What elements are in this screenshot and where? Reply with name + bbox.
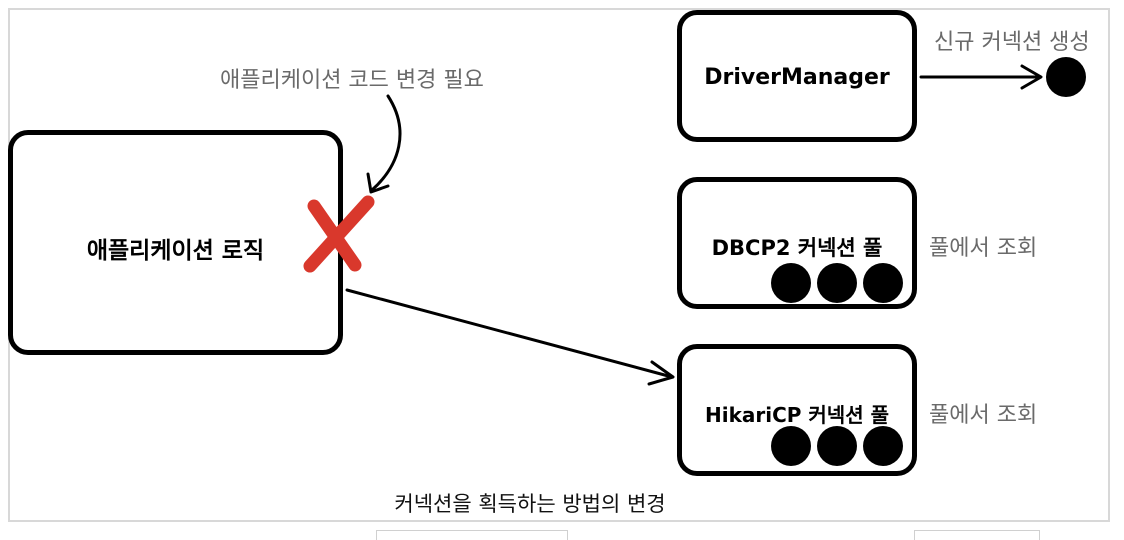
app-logic-box: 애플리케이션 로직	[8, 130, 343, 355]
dbcp2-connection-dot-1	[771, 263, 811, 303]
driver-to-dot-arrow-head	[1020, 64, 1043, 90]
code-change-note: 애플리케이션 코드 변경 필요	[220, 68, 484, 93]
dbcp2-connection-dot-3	[863, 263, 903, 303]
driver-manager-box: DriverManager	[677, 10, 917, 142]
new-connection-note: 신규 커넥션 생성	[934, 30, 1090, 55]
hikaricp-connection-dot-2	[817, 426, 857, 466]
red-x-mark	[303, 195, 375, 273]
diagram-caption: 커넥션을 획득하는 방법의 변경	[394, 492, 666, 516]
app-logic-label: 애플리케이션 로직	[86, 238, 265, 264]
dbcp2-pool-label: DBCP2 커넥션 풀	[711, 236, 883, 260]
bottom-tab-right	[914, 530, 1040, 540]
app-to-hikaricp-arrow-head	[647, 360, 675, 386]
hikaricp-lookup-note: 풀에서 조회	[929, 403, 1038, 428]
driver-manager-label: DriverManager	[704, 65, 890, 90]
hikaricp-pool-box: HikariCP 커넥션 풀	[677, 344, 917, 476]
hikaricp-connection-dot-3	[863, 426, 903, 466]
curved-arrow-head	[366, 172, 390, 194]
hikaricp-pool-label: HikariCP 커넥션 풀	[705, 403, 889, 427]
dbcp2-lookup-note: 풀에서 조회	[929, 236, 1038, 261]
bottom-tab-left	[376, 530, 568, 540]
new-connection-dot	[1046, 57, 1086, 97]
hikaricp-connection-dot-1	[771, 426, 811, 466]
curved-note-arrow	[370, 94, 402, 192]
app-to-hikaricp-arrow	[345, 288, 674, 379]
dbcp2-connection-dot-2	[817, 263, 857, 303]
